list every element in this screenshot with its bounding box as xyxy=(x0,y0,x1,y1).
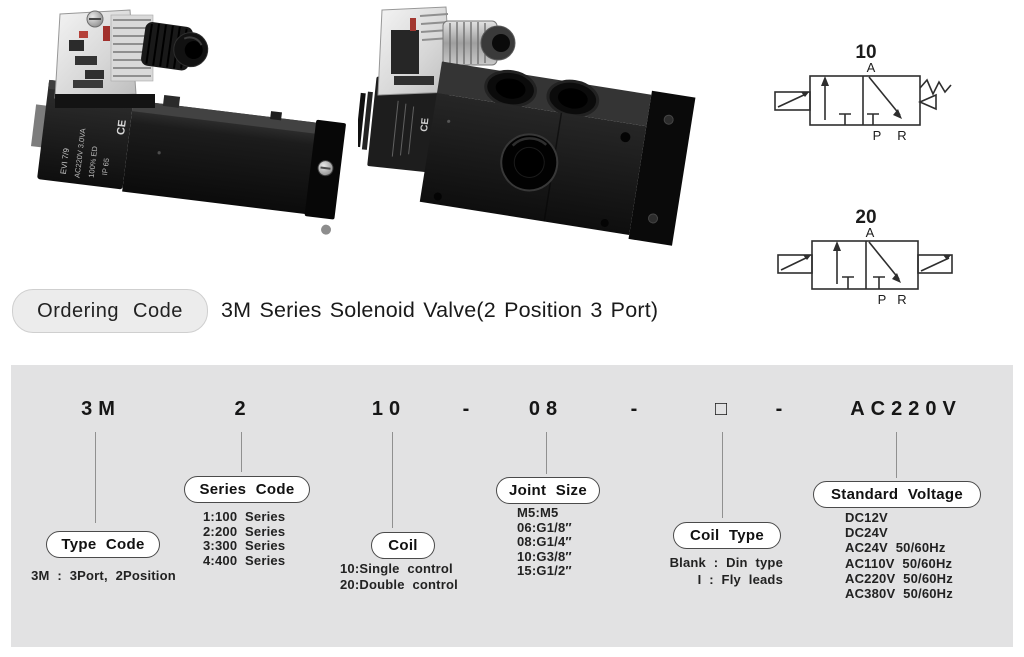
end-cap xyxy=(628,90,696,246)
port-label-p: P xyxy=(873,128,882,143)
section-label-type-code: Type Code xyxy=(46,531,160,558)
pilot-triangle xyxy=(918,93,937,111)
spec-item: 3M : 3Port, 2Position xyxy=(31,568,176,583)
section-label-coil: Coil xyxy=(371,532,435,559)
port-label-a: A xyxy=(867,60,876,75)
spec-item: 2:200 Series xyxy=(203,523,286,539)
blocked-port-symbol xyxy=(839,113,851,125)
section-label-standard-voltage: Standard Voltage xyxy=(813,481,981,508)
flow-arrow xyxy=(833,241,841,251)
diagram-code: 10 xyxy=(855,42,876,63)
spec-item: I : Fly leads xyxy=(697,572,783,587)
connector-line xyxy=(392,432,393,528)
spec-item: 4:400 Series xyxy=(203,552,286,568)
port-label-r: R xyxy=(897,128,906,143)
page-title: 3M Series Solenoid Valve(2 Position 3 Po… xyxy=(221,298,659,322)
code-part-coil: 10 xyxy=(371,398,407,420)
ce-mark: CE xyxy=(419,117,431,132)
cable-gland xyxy=(442,20,516,66)
spec-item: 3:300 Series xyxy=(203,538,286,553)
blocked-port-symbol xyxy=(842,276,854,289)
product-photo-single-coil-valve: EVI 7/9 AC220V 3.0VA 100% ED IP 65 CE xyxy=(31,9,346,235)
spec-item: 06:G1/8″ xyxy=(517,519,572,535)
coil-label-line: 100% ED xyxy=(87,145,100,178)
spec-item: 15:G1/2″ xyxy=(517,563,572,578)
connector-base xyxy=(55,94,155,108)
flow-arrow xyxy=(821,76,829,86)
blocked-port-symbol xyxy=(867,113,879,125)
connector-line xyxy=(546,432,547,474)
solenoid-symbol xyxy=(777,254,813,274)
screw-hole xyxy=(620,132,631,143)
code-part-series: 2 xyxy=(234,398,252,420)
exhaust-stub xyxy=(321,224,332,235)
code-separator: - xyxy=(630,398,644,420)
top-fitting xyxy=(162,94,181,108)
spec-item: 20:Double control xyxy=(340,576,458,592)
section-items-type-code: 3M : 3Port, 2Position xyxy=(21,568,186,584)
red-wire xyxy=(103,26,110,41)
connector-line xyxy=(896,432,897,478)
connector-line xyxy=(722,432,723,518)
pneumatic-diagram-single-control: 10 A P R xyxy=(774,42,952,143)
code-part-type: 3M xyxy=(81,398,121,420)
code-part-voltage: AC220V xyxy=(850,398,962,420)
spec-item: M5:M5 xyxy=(517,505,559,520)
solenoid-symbol xyxy=(917,254,953,274)
port-label-a: A xyxy=(866,225,875,240)
section-label-series-code: Series Code xyxy=(184,476,310,503)
connector-line xyxy=(241,432,242,472)
spec-item: 1:100 Series xyxy=(203,509,286,524)
spec-item: AC380V 50/60Hz xyxy=(845,586,953,602)
valve-body xyxy=(419,61,696,246)
code-separator: - xyxy=(775,398,789,420)
coil-label-line: EVI 7/9 xyxy=(59,147,71,175)
flow-arrow xyxy=(893,109,902,119)
cable-gland xyxy=(141,22,209,71)
connector-line xyxy=(95,432,96,523)
section-label-coil-type: Coil Type xyxy=(673,522,781,549)
spec-item: AC220V 50/60Hz xyxy=(845,570,953,586)
spec-item: 08:G1/4″ xyxy=(517,534,572,549)
coil-and-connector: CE xyxy=(358,6,516,174)
din-connector xyxy=(54,9,209,108)
spec-item: 10:Single control xyxy=(340,561,453,576)
spec-item: AC24V 50/60Hz xyxy=(845,540,946,556)
section-items-coil-type: Blank : Din type I : Fly leads xyxy=(641,554,783,588)
valve-symbol-box xyxy=(811,240,919,290)
flow-arrow xyxy=(892,273,901,283)
code-separator: - xyxy=(462,398,476,420)
diagram-code: 20 xyxy=(855,207,876,228)
spec-item: DC24V xyxy=(845,525,888,541)
ordering-code-panel: 3M 2 10 - 08 - □ - AC220V Type Code 3M :… xyxy=(11,365,1013,647)
spec-item: 10:G3/8″ xyxy=(517,548,572,564)
code-part-coil-type-blank: □ xyxy=(714,398,734,420)
spec-item: Blank : Din type xyxy=(669,555,783,570)
pneumatic-diagram-double-control: 20 A P R xyxy=(777,207,953,307)
ordering-code-badge: Ordering Code xyxy=(12,289,208,333)
ce-mark: CE xyxy=(115,119,129,136)
coil-label-line: IP 65 xyxy=(100,157,111,175)
port-label-r: R xyxy=(897,292,906,307)
spring-symbol xyxy=(919,78,952,96)
section-label-joint-size: Joint Size xyxy=(496,477,600,504)
spec-item: DC12V xyxy=(845,510,888,525)
solenoid-symbol xyxy=(774,91,811,111)
product-photo-valve-body: CE xyxy=(358,6,696,246)
code-part-joint-size: 08 xyxy=(528,398,564,420)
port-label-p: P xyxy=(878,292,887,307)
red-wire xyxy=(410,18,416,31)
spec-item: AC110V 50/60Hz xyxy=(845,555,953,571)
blocked-port-symbol xyxy=(873,276,885,289)
